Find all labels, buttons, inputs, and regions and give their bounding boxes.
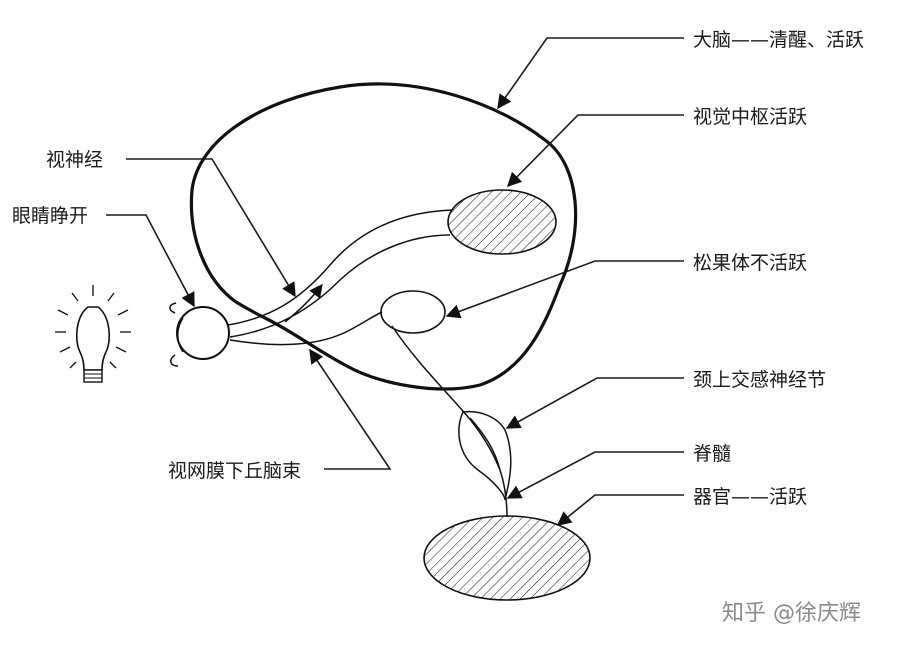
cervical-ganglion-shape bbox=[458, 410, 512, 501]
brain-outline bbox=[189, 82, 578, 391]
leader-rht bbox=[309, 348, 392, 470]
label-pineal: 松果体不活跃 bbox=[693, 252, 807, 274]
leader-optic-nerve bbox=[126, 158, 296, 298]
leader-brain bbox=[497, 37, 684, 110]
pineal-gland bbox=[380, 290, 446, 334]
leader-organ bbox=[556, 494, 684, 526]
label-brain: 大脑——清醒、活跃 bbox=[693, 29, 864, 51]
eye bbox=[169, 302, 230, 367]
label-visual-center: 视觉中枢活跃 bbox=[693, 106, 807, 128]
watermark: 知乎 @徐庆辉 bbox=[722, 601, 861, 626]
leader-pineal bbox=[445, 260, 684, 319]
leader-spinal-cord bbox=[506, 451, 684, 499]
label-rht: 视网膜下丘脑束 bbox=[168, 460, 301, 482]
organ-region bbox=[423, 515, 591, 601]
optic-nerve-band-lower bbox=[229, 234, 451, 338]
optic-nerve-band bbox=[227, 209, 453, 326]
light-bulb-icon bbox=[55, 285, 131, 383]
label-eyes-open: 眼睛睁开 bbox=[12, 205, 88, 227]
label-cervical-ganglion: 颈上交感神经节 bbox=[693, 369, 826, 391]
label-organ: 器官——活跃 bbox=[693, 486, 807, 508]
leader-cervical-ganglion bbox=[505, 377, 684, 429]
pineal-descending-nerve bbox=[391, 325, 508, 518]
ganglion-inner-line bbox=[469, 417, 501, 471]
retinohypothalamic-tract bbox=[229, 311, 383, 346]
label-spinal-cord: 脊髓 bbox=[693, 443, 731, 465]
optic-inner-arrow bbox=[284, 283, 323, 323]
label-optic-nerve: 视神经 bbox=[46, 149, 103, 171]
leader-visual-center bbox=[506, 114, 684, 188]
leader-eyes-open bbox=[106, 214, 195, 308]
visual-center-region bbox=[447, 189, 557, 255]
